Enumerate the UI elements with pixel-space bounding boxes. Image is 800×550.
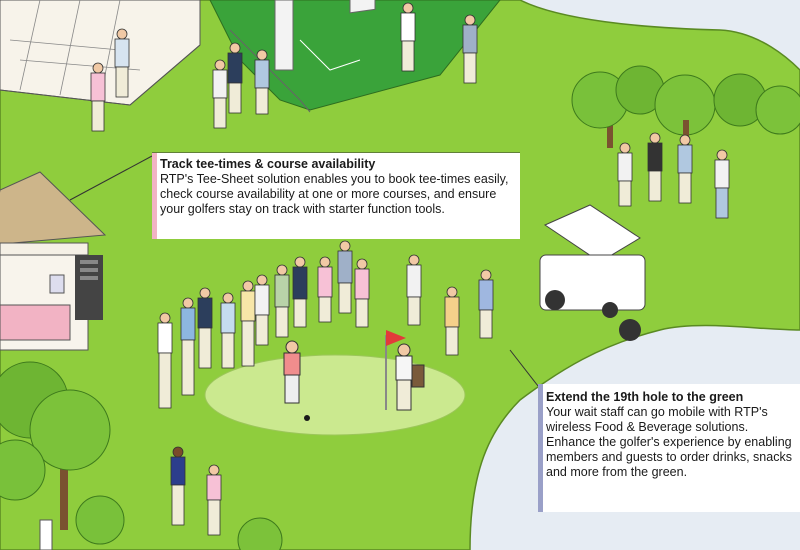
golfer-icon: [283, 340, 425, 411]
golf-cart-icon: [539, 204, 646, 341]
callout-title: Extend the 19th hole to the green: [546, 390, 744, 404]
crowd-group: [157, 240, 494, 409]
callout-tee-times: Track tee-times & course availability RT…: [152, 153, 520, 239]
people-top: [90, 2, 730, 219]
couple-walking: [170, 446, 222, 536]
hole-cup: [304, 415, 310, 421]
putting-green: [204, 354, 466, 436]
driving-range-icon: [209, 0, 501, 113]
pavilion-icon: [0, 171, 107, 351]
callout-body: RTP's Tee-Sheet solution enables you to …: [160, 172, 509, 216]
callout-body: Your wait staff can go mobile with RTP's…: [546, 405, 792, 479]
callout-title: Track tee-times & course availability: [160, 157, 376, 171]
callout-food-beverage: Extend the 19th hole to the green Your w…: [538, 384, 800, 512]
clubhouse-terrace: [0, 0, 201, 106]
leader-line-fb: [509, 349, 539, 387]
tree-icon: [571, 65, 800, 160]
callout-accent-bar: [538, 384, 543, 512]
leader-line-tee: [69, 155, 153, 201]
tree-cluster-bottom-left: [0, 361, 283, 550]
flag-icon: [385, 330, 406, 410]
callout-accent-bar: [152, 153, 157, 239]
